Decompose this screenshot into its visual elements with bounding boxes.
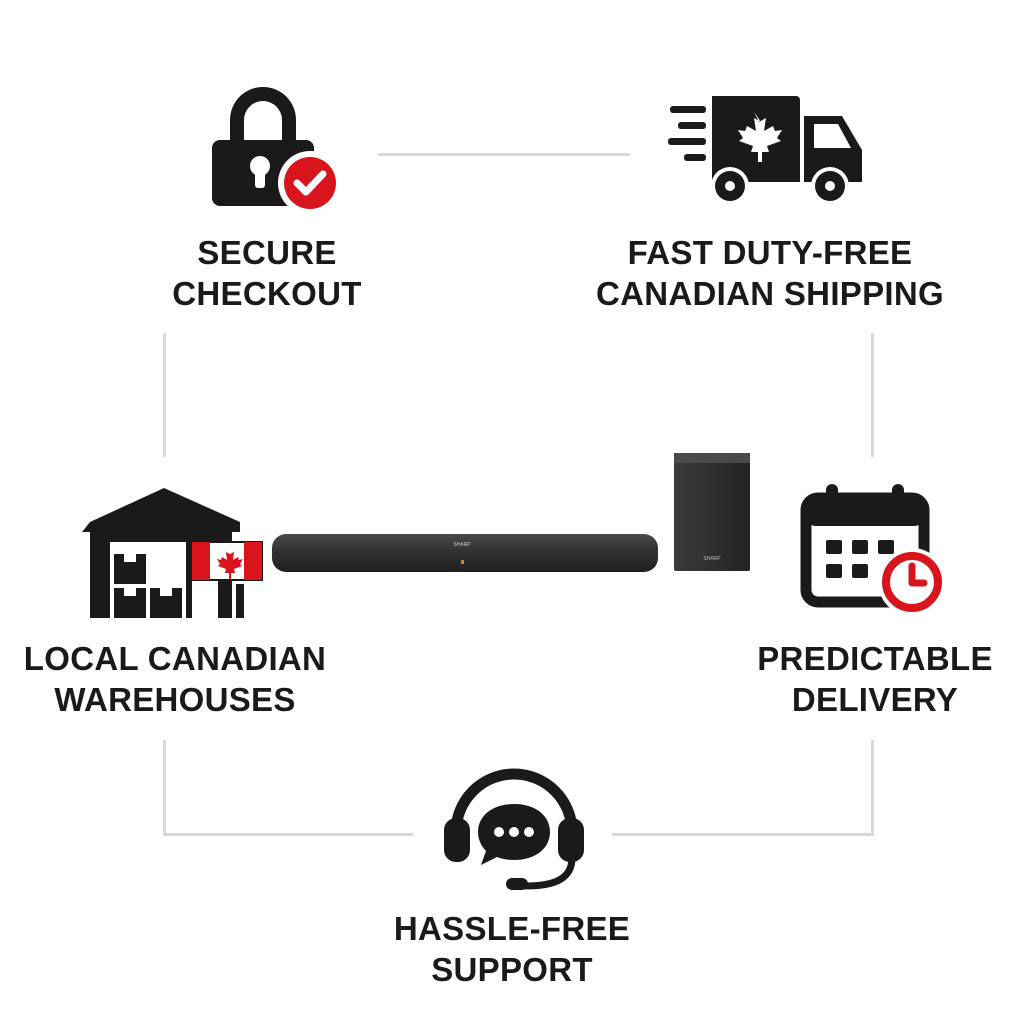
delivery-label: PREDICTABLE DELIVERY <box>730 638 1020 720</box>
warehouses-label: LOCAL CANADIAN WAREHOUSES <box>5 638 345 720</box>
connector-left-upper <box>163 333 166 457</box>
secure-checkout-line1: SECURE <box>197 234 337 271</box>
delivery-line2: DELIVERY <box>791 681 959 718</box>
soundbar-brand-text: SHARP <box>453 542 471 548</box>
delivery-truck-maple-leaf-icon <box>668 96 862 205</box>
secure-checkout-label: SECURE CHECKOUT <box>137 232 397 314</box>
warehouse-canada-flag-icon <box>82 488 263 618</box>
warehouses-line2: WAREHOUSES <box>54 681 296 718</box>
headset-chat-icon <box>444 768 584 890</box>
connector-bottom-right <box>612 833 874 836</box>
support-label: HASSLE-FREE SUPPORT <box>372 908 652 990</box>
subwoofer <box>674 453 750 571</box>
calendar-clock-icon <box>800 484 946 616</box>
secure-checkout-line2: CHECKOUT <box>172 275 362 312</box>
shipping-line2: CANADIAN SHIPPING <box>596 275 944 312</box>
support-line1: HASSLE-FREE <box>393 910 631 947</box>
lock-check-icon <box>212 87 342 215</box>
connector-top <box>378 153 630 156</box>
subwoofer-brand-text: SHARP <box>703 556 721 562</box>
connector-right-lower <box>871 740 874 836</box>
soundbar-product-image: SHARP SHARP <box>272 453 750 572</box>
support-line2: SUPPORT <box>431 951 593 988</box>
shipping-line1: FAST DUTY-FREE <box>627 234 913 271</box>
connector-left-lower <box>163 740 166 836</box>
shipping-label: FAST DUTY-FREE CANADIAN SHIPPING <box>570 232 970 314</box>
connector-bottom-left <box>163 833 413 836</box>
delivery-line1: PREDICTABLE <box>757 640 993 677</box>
connector-right-upper <box>871 333 874 457</box>
warehouses-line1: LOCAL CANADIAN <box>23 640 327 677</box>
soundbar <box>272 534 658 572</box>
